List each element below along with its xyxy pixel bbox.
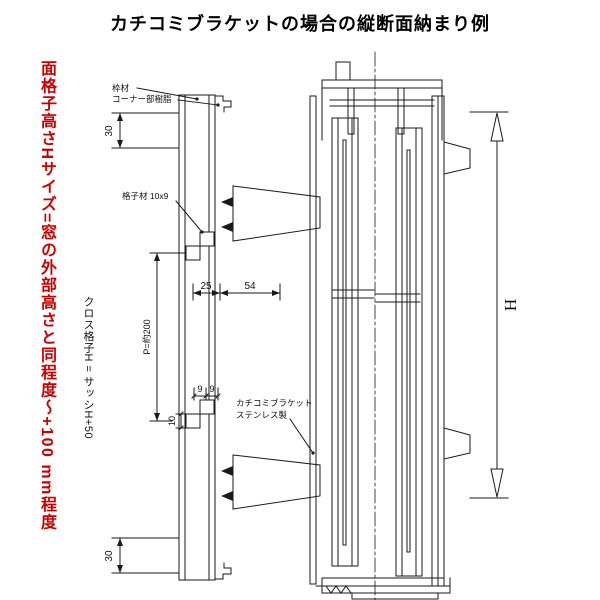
lattice-bar — [185, 413, 201, 429]
bracket-bottom — [221, 454, 321, 510]
note-cross-lattice: クロス格子H = サッシH+50 — [82, 296, 94, 440]
label-bracket-material: ステンレス製 — [236, 410, 288, 420]
h-dimension — [469, 111, 509, 499]
grille-outer — [178, 94, 216, 581]
label-frame-material: 枠材 — [112, 83, 130, 93]
dim-bottom-margin-text: 30 — [104, 550, 115, 562]
glass-pane-left — [342, 139, 347, 546]
bracket-top — [221, 185, 321, 242]
corner-resin-bottom — [214, 562, 232, 580]
dimension-lattice-width — [191, 387, 221, 401]
h-dimension-label: H — [501, 299, 520, 311]
lattice-bar — [185, 245, 201, 261]
dim-lattice-w2-text: 9 — [209, 384, 214, 394]
leader-lines — [136, 87, 315, 455]
glass-pane-right — [406, 149, 411, 553]
lattice-bar — [199, 399, 215, 415]
arrow-up-icon — [490, 112, 504, 142]
lattice-bar — [199, 231, 215, 247]
label-bracket-name: カチコミブラケット — [236, 398, 313, 408]
dimension-top-margin — [111, 112, 180, 149]
dimension-lattice-height — [175, 411, 187, 431]
dimension-bottom-margin — [111, 537, 180, 574]
dim-grille-depth-text: 25 — [200, 281, 212, 292]
sash-section — [309, 61, 471, 600]
corner-resin-top — [214, 95, 232, 113]
interior-fin-top — [443, 141, 471, 175]
dim-lattice-h-text: 10 — [167, 416, 177, 426]
interior-fin-bottom — [443, 427, 471, 460]
note-grille-height: 面格子高さHサイズ=窓の外部高さと同程度〜+100 mm程度 — [38, 60, 55, 531]
dim-clearance-text: 54 — [244, 281, 256, 292]
grille-section — [178, 94, 232, 581]
dim-top-margin-text: 30 — [104, 125, 115, 137]
dimension-pitch — [149, 252, 187, 422]
arrow-down-icon — [490, 468, 504, 498]
dim-pitch-text: P=約200 — [141, 319, 152, 354]
page-title: カチコミブラケットの場合の縦断面納まり例 — [110, 14, 490, 34]
label-corner-resin: コーナー部樹脂 — [112, 94, 172, 104]
dim-lattice-w1-text: 9 — [197, 384, 202, 394]
label-lattice-material: 格子材 10x9 — [122, 191, 169, 201]
dimension-depth — [192, 283, 281, 301]
